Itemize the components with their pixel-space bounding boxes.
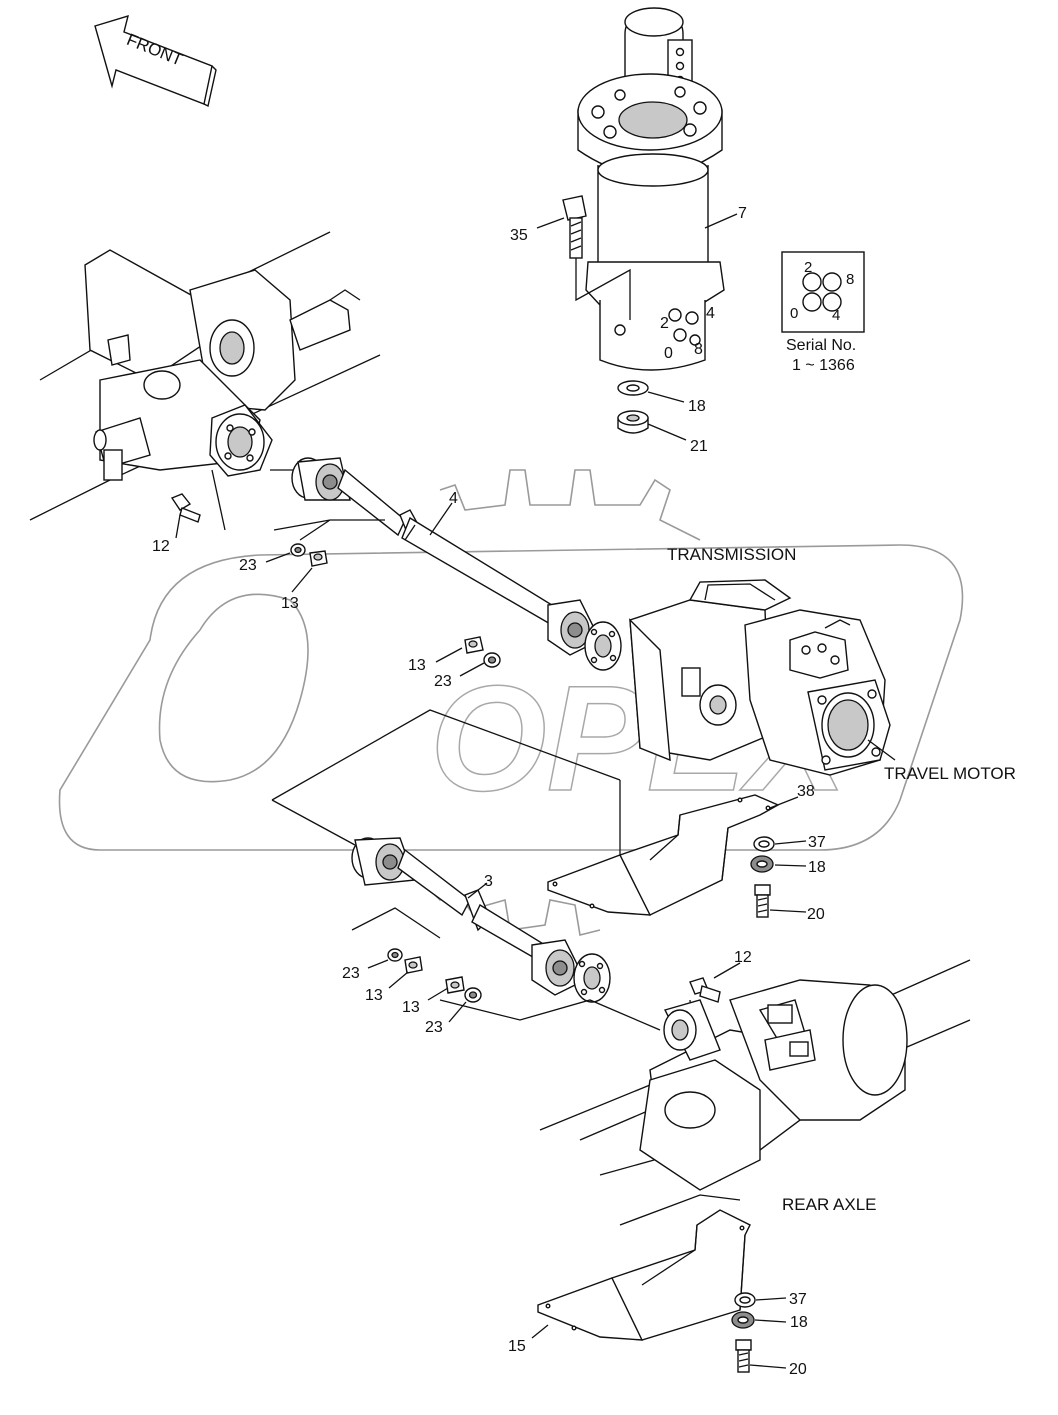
port-label-8: 8 [694,341,703,358]
guard-38 [547,780,780,916]
port-label-4: 4 [706,305,715,322]
rear-axle [539,959,971,1191]
front-axle [29,231,381,531]
callout-3: 3 [484,873,493,890]
port-label-2: 2 [660,315,669,332]
fasteners-guard-38 [750,836,775,918]
callout-38: 38 [797,783,815,800]
serial-port-4: 4 [832,307,840,324]
fasteners-shaft-4 [290,543,501,668]
callout-18-top: 18 [688,398,706,415]
callout-13-low2: 13 [402,999,420,1016]
fasteners-guard-15 [731,1292,756,1373]
callout-7: 7 [738,205,747,222]
port-label-0: 0 [664,345,673,362]
callout-37-mid: 37 [808,834,826,851]
propeller-shaft-3 [271,709,661,1031]
guard-15 [537,1194,751,1341]
callout-15: 15 [508,1338,526,1355]
bolt-12-left [170,493,201,523]
fasteners-shaft-3 [387,948,482,1003]
callout-13-left: 13 [281,595,299,612]
callout-13-low1: 13 [365,987,383,1004]
label-rear-axle: REAR AXLE [782,1195,877,1214]
callout-21: 21 [690,438,708,455]
swivel-joint [562,7,725,434]
serial-note-line2: 1 ~ 1366 [792,357,855,374]
callout-18-bot: 18 [790,1314,808,1331]
transmission-assembly [629,579,896,776]
callout-23-mid: 23 [434,673,452,690]
callout-12-left: 12 [152,538,170,555]
bolt-12-right [689,977,721,1031]
serial-port-2: 2 [804,259,812,276]
callout-35: 35 [510,227,528,244]
callout-18-mid: 18 [808,859,826,876]
front-arrow: FRONT [94,14,217,108]
callout-20-bot: 20 [789,1361,807,1378]
serial-note-line1: Serial No. [786,337,856,354]
callout-23-left: 23 [239,557,257,574]
callout-13-mid: 13 [408,657,426,674]
propeller-shaft-4 [273,457,622,671]
callout-12-right: 12 [734,949,752,966]
callout-37-bot: 37 [789,1291,807,1308]
serial-port-8: 8 [846,271,854,288]
callout-20-mid: 20 [807,906,825,923]
label-transmission: TRANSMISSION [667,545,796,564]
callout-4: 4 [449,490,458,507]
label-travel-motor: TRAVEL MOTOR [884,764,1016,783]
leader-lines [175,213,807,1369]
callout-23-low2: 23 [425,1019,443,1036]
serial-note: 2 8 0 4 [781,251,865,333]
callout-23-low1: 23 [342,965,360,982]
serial-port-0: 0 [790,305,798,322]
